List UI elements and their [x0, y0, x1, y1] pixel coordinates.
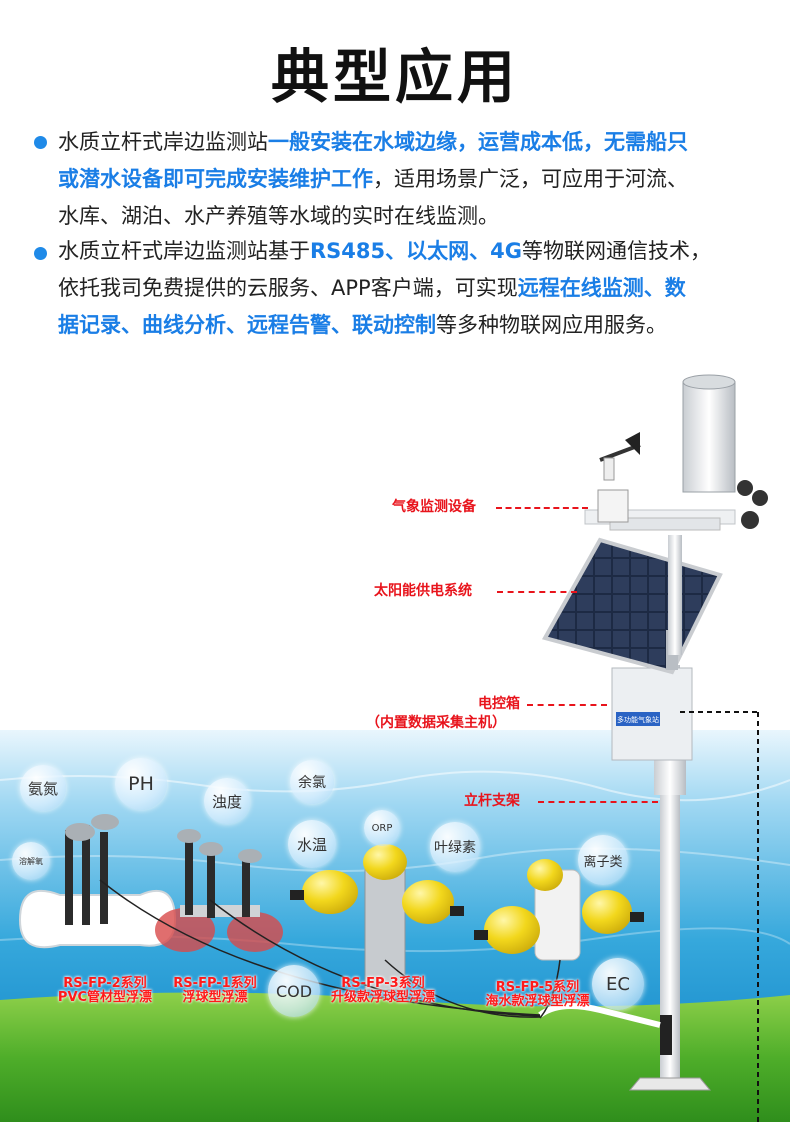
leader-weather	[496, 507, 588, 509]
float-label-fp3: RS-FP-3系列 升级款浮球型浮漂	[318, 977, 448, 1005]
para2-line3: 据记录、曲线分析、远程告警、联动控制等多种物联网应用服务。	[58, 307, 758, 344]
float-label-line: 升级款浮球型浮漂	[330, 990, 435, 1005]
para-text: ，适用场景广泛，可应用于河流、	[373, 167, 688, 191]
para-text: 水库、湖泊、水产养殖等水域的实时在线监测。	[58, 204, 499, 228]
label-pole: 立杆支架	[464, 793, 520, 809]
para2-line2: 依托我司免费提供的云服务、APP客户端，可实现远程在线监测、数	[58, 270, 758, 307]
para-text: 依托我司免费提供的云服务、APP客户端，可实现	[58, 276, 518, 300]
bullet-dot	[34, 247, 47, 260]
para2-line1: 水质立杆式岸边监测站基于RS485、以太网、4G等物联网通信技术，	[58, 233, 758, 270]
label-weather: 气象监测设备	[392, 499, 476, 515]
bubble-dissolved-oxygen: 溶解氧	[12, 842, 50, 880]
bubble-ion: 离子类	[578, 835, 628, 885]
bubble-cod: COD	[268, 965, 320, 1017]
para1-line3: 水库、湖泊、水产养殖等水域的实时在线监测。	[58, 198, 758, 235]
float-fp3	[290, 844, 464, 991]
float-label-line: 浮球型浮漂	[182, 990, 248, 1005]
bubble-turbidity: 浊度	[204, 778, 250, 824]
bubble-ph: PH	[115, 758, 167, 810]
float-fp2	[18, 814, 177, 949]
box-plate-text: 多功能气象站	[617, 715, 659, 724]
para-highlight: 远程在线监测、数	[517, 276, 686, 300]
label-solar: 太阳能供电系统	[374, 583, 472, 599]
grass-field	[0, 992, 790, 1122]
bubble-chlorophyll: 叶绿素	[430, 822, 480, 872]
para1-line1: 水质立杆式岸边监测站一般安装在水域边缘，运营成本低，无需船只	[58, 124, 758, 161]
leader-solar	[497, 591, 577, 593]
bullet-dot	[34, 136, 47, 149]
leader-control-box	[527, 704, 607, 706]
float-label-fp2: RS-FP-2系列 PVC管材型浮漂	[30, 977, 180, 1005]
bubble-orp: ORP	[364, 810, 400, 846]
float-label-line: 海水款浮球型浮漂	[485, 994, 590, 1009]
bubble-ammonia: 氨氮	[20, 765, 66, 811]
para-highlight: 或潜水设备即可完成安装维护工作	[58, 167, 373, 191]
para-text: 水质立杆式岸边监测站基于	[58, 239, 310, 263]
float-label-line: RS-FP-1系列	[173, 976, 257, 991]
solar-panel	[541, 537, 723, 675]
leader-pole	[538, 801, 658, 803]
float-label-line: RS-FP-5系列	[495, 980, 580, 995]
label-control-box: 电控箱	[478, 696, 520, 712]
label-control-box-sub: （内置数据采集主机）	[366, 715, 506, 731]
rain-gauge	[682, 381, 736, 493]
paragraph-2: 水质立杆式岸边监测站基于RS485、以太网、4G等物联网通信技术， 依托我司免费…	[58, 233, 758, 344]
float-label-line: RS-FP-3系列	[341, 976, 425, 991]
para-text: 等物联网通信技术，	[521, 239, 711, 263]
para-text: 等多种物联网应用服务。	[436, 313, 667, 337]
para1-line2: 或潜水设备即可完成安装维护工作，适用场景广泛，可应用于河流、	[58, 161, 758, 198]
float-label-line: PVC管材型浮漂	[57, 990, 153, 1005]
para-text: 水质立杆式岸边监测站	[58, 130, 268, 154]
application-illustration: 多功能气象站	[0, 360, 790, 1122]
bubble-water-temp: 水温	[288, 820, 336, 868]
float-label-line: RS-FP-2系列	[63, 976, 147, 991]
float-label-fp1: RS-FP-1系列 浮球型浮漂	[160, 977, 270, 1005]
paragraph-1: 水质立杆式岸边监测站一般安装在水域边缘，运营成本低，无需船只 或潜水设备即可完成…	[58, 124, 758, 235]
page-title: 典型应用	[270, 43, 519, 111]
float-label-fp5: RS-FP-5系列 海水款浮球型浮漂	[470, 981, 605, 1009]
bubble-ec: EC	[592, 958, 644, 1010]
float-fp5	[474, 859, 644, 961]
scene-graphic: 多功能气象站	[0, 374, 790, 1122]
para-highlight: 一般安装在水域边缘，运营成本低，无需船只	[268, 130, 688, 154]
para-highlight: 据记录、曲线分析、远程告警、联动控制	[58, 313, 436, 337]
bubble-chlorine: 余氯	[290, 760, 334, 804]
para-highlight: RS485、以太网、4G	[310, 239, 522, 263]
